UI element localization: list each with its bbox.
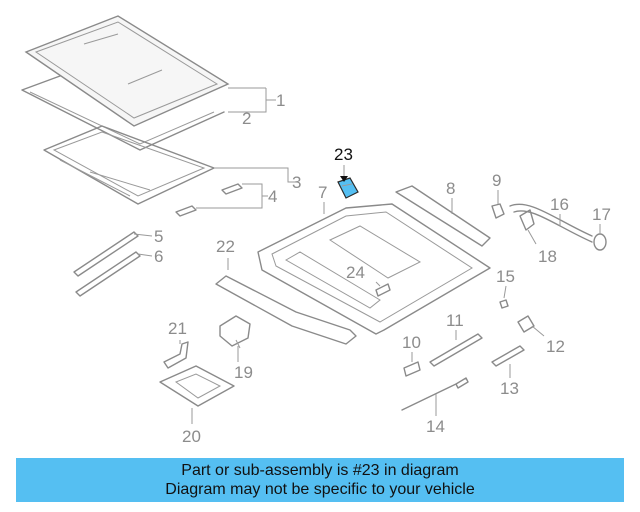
callout-5: 5	[154, 227, 163, 246]
callout-7: 7	[318, 183, 327, 202]
side-rails-5-6	[73, 231, 141, 297]
motor-bracket	[159, 365, 235, 407]
callout-11: 11	[446, 311, 464, 330]
callout-21: 21	[168, 319, 187, 338]
part-23-highlighted[interactable]	[337, 177, 359, 199]
callout-22: 22	[216, 237, 235, 256]
callout-17: 17	[592, 205, 611, 224]
guide-rail-8	[395, 185, 491, 247]
callout-23-arrow	[340, 176, 348, 182]
banner-line-2: Diagram may not be specific to your vehi…	[165, 481, 475, 498]
callout-8: 8	[446, 179, 455, 198]
callout-labels: 1 2 3 4 5 6 7 8 9 10 11 12 13 14 15 16 1…	[154, 91, 611, 446]
drain-hose-assembly	[491, 203, 607, 251]
misc-small-parts	[375, 283, 535, 411]
sunroof-glass-panel	[24, 15, 230, 127]
glass-weatherstrip	[21, 75, 225, 151]
callout-3: 3	[292, 173, 301, 192]
parts-diagram: 1 2 3 4 5 6 7 8 9 10 11 12 13 14 15 16 1…	[21, 15, 611, 446]
callout-6: 6	[154, 247, 163, 266]
callout-14: 14	[426, 417, 445, 436]
housing-seal	[215, 275, 357, 345]
info-banner: Part or sub-assembly is #23 in diagram D…	[16, 458, 624, 502]
callout-18: 18	[538, 247, 557, 266]
callout-24: 24	[346, 263, 365, 282]
sunshade-frame	[43, 125, 215, 205]
callout-12: 12	[546, 337, 565, 356]
crank-handle	[163, 341, 189, 369]
callout-19: 19	[234, 363, 253, 382]
callout-10: 10	[402, 333, 421, 352]
callout-4: 4	[268, 187, 277, 206]
callout-9: 9	[492, 171, 501, 190]
glass-brackets	[175, 183, 243, 217]
callout-15: 15	[496, 267, 515, 286]
sunroof-housing	[257, 203, 491, 335]
banner-line-1: Part or sub-assembly is #23 in diagram	[181, 462, 459, 479]
callout-13: 13	[500, 379, 519, 398]
leader-lines	[133, 87, 601, 424]
callout-23: 23	[334, 145, 353, 164]
callout-1: 1	[276, 91, 285, 110]
callout-20: 20	[182, 427, 201, 446]
callout-16: 16	[550, 195, 569, 214]
sunroof-motor	[219, 315, 251, 349]
callout-2: 2	[242, 109, 251, 128]
